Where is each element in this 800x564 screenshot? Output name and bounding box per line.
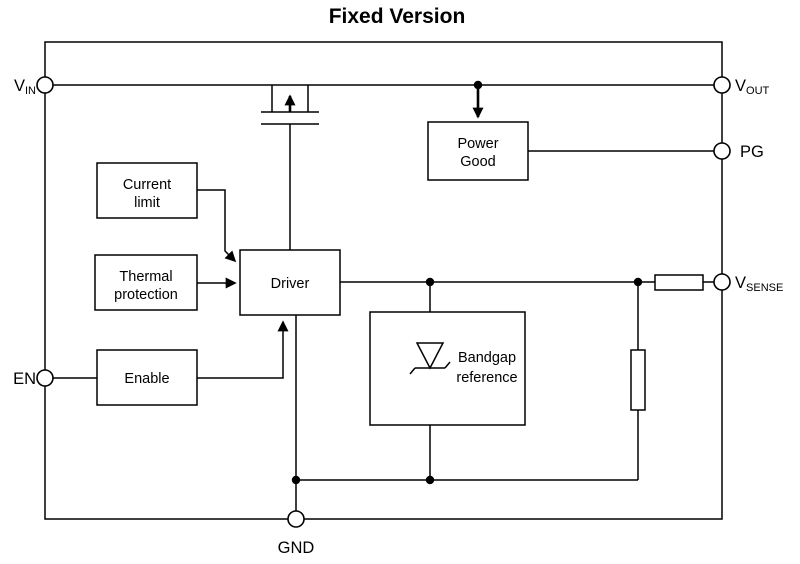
pin-vsense: VSENSE: [713, 273, 783, 294]
pin-en: EN: [13, 369, 54, 388]
en-pin-label: EN: [13, 370, 36, 388]
power-good-label-line2: Good: [460, 154, 495, 170]
en-pin-circle: [36, 369, 54, 387]
block-enable: Enable: [96, 349, 198, 406]
vin-pin-circle: [36, 76, 54, 94]
wire-enable-to-driver: [197, 320, 289, 379]
diagram-title: Fixed Version: [329, 5, 466, 28]
gnd-pin-circle: [287, 510, 305, 528]
bandgap-label-line2: reference: [456, 370, 517, 386]
bandgap-label-line1: Bandgap: [458, 350, 516, 366]
driver-box: [239, 249, 341, 316]
block-bandgap-reference: Bandgap reference: [369, 311, 526, 426]
junction-rail-pg: [473, 80, 483, 90]
sense-resistor-icon: [654, 274, 704, 291]
junction-ground-bandgap: [425, 475, 435, 485]
pin-pg: PG: [713, 142, 764, 161]
vout-pin-label: VOUT: [735, 77, 770, 97]
gnd-pin-label: GND: [278, 539, 315, 557]
vsense-pin-label: VSENSE: [735, 274, 783, 294]
block-current-limit: Current limit: [96, 162, 198, 219]
enable-box: [96, 349, 198, 406]
feedback-resistor-icon: [630, 349, 646, 411]
thermal-protection-label-line1: Thermal: [119, 269, 172, 285]
junction-sense-bandgap: [425, 277, 435, 287]
power-good-label-line1: Power: [457, 136, 498, 152]
vsense-pin-circle: [713, 273, 731, 291]
pin-vin: VIN: [14, 76, 54, 97]
enable-label: Enable: [124, 371, 169, 387]
zener-diode-icon: [409, 342, 451, 375]
pin-gnd: GND: [278, 510, 315, 557]
wire-current-limit-to-driver: [197, 189, 237, 263]
thermal-protection-box: [94, 254, 198, 311]
block-thermal-protection: Thermal protection: [94, 254, 198, 311]
pmos-pass-transistor-icon: [261, 85, 319, 125]
pg-pin-label: PG: [740, 143, 764, 161]
vout-pin-circle: [713, 76, 731, 94]
current-limit-label-line2: limit: [134, 195, 160, 211]
current-limit-box: [96, 162, 198, 219]
block-driver: Driver: [239, 249, 341, 316]
thermal-protection-label-line2: protection: [114, 287, 178, 303]
pin-vout: VOUT: [713, 76, 770, 97]
current-limit-label-line1: Current: [123, 177, 171, 193]
vin-pin-label: VIN: [14, 77, 36, 97]
bandgap-reference-box: [369, 311, 526, 426]
junction-ground-gnd: [291, 475, 301, 485]
pg-pin-circle: [713, 142, 731, 160]
driver-label: Driver: [271, 276, 310, 292]
block-power-good: Power Good: [427, 121, 529, 181]
power-good-box: [427, 121, 529, 181]
junction-dots: [291, 80, 643, 485]
junction-sense-resistor: [633, 277, 643, 287]
